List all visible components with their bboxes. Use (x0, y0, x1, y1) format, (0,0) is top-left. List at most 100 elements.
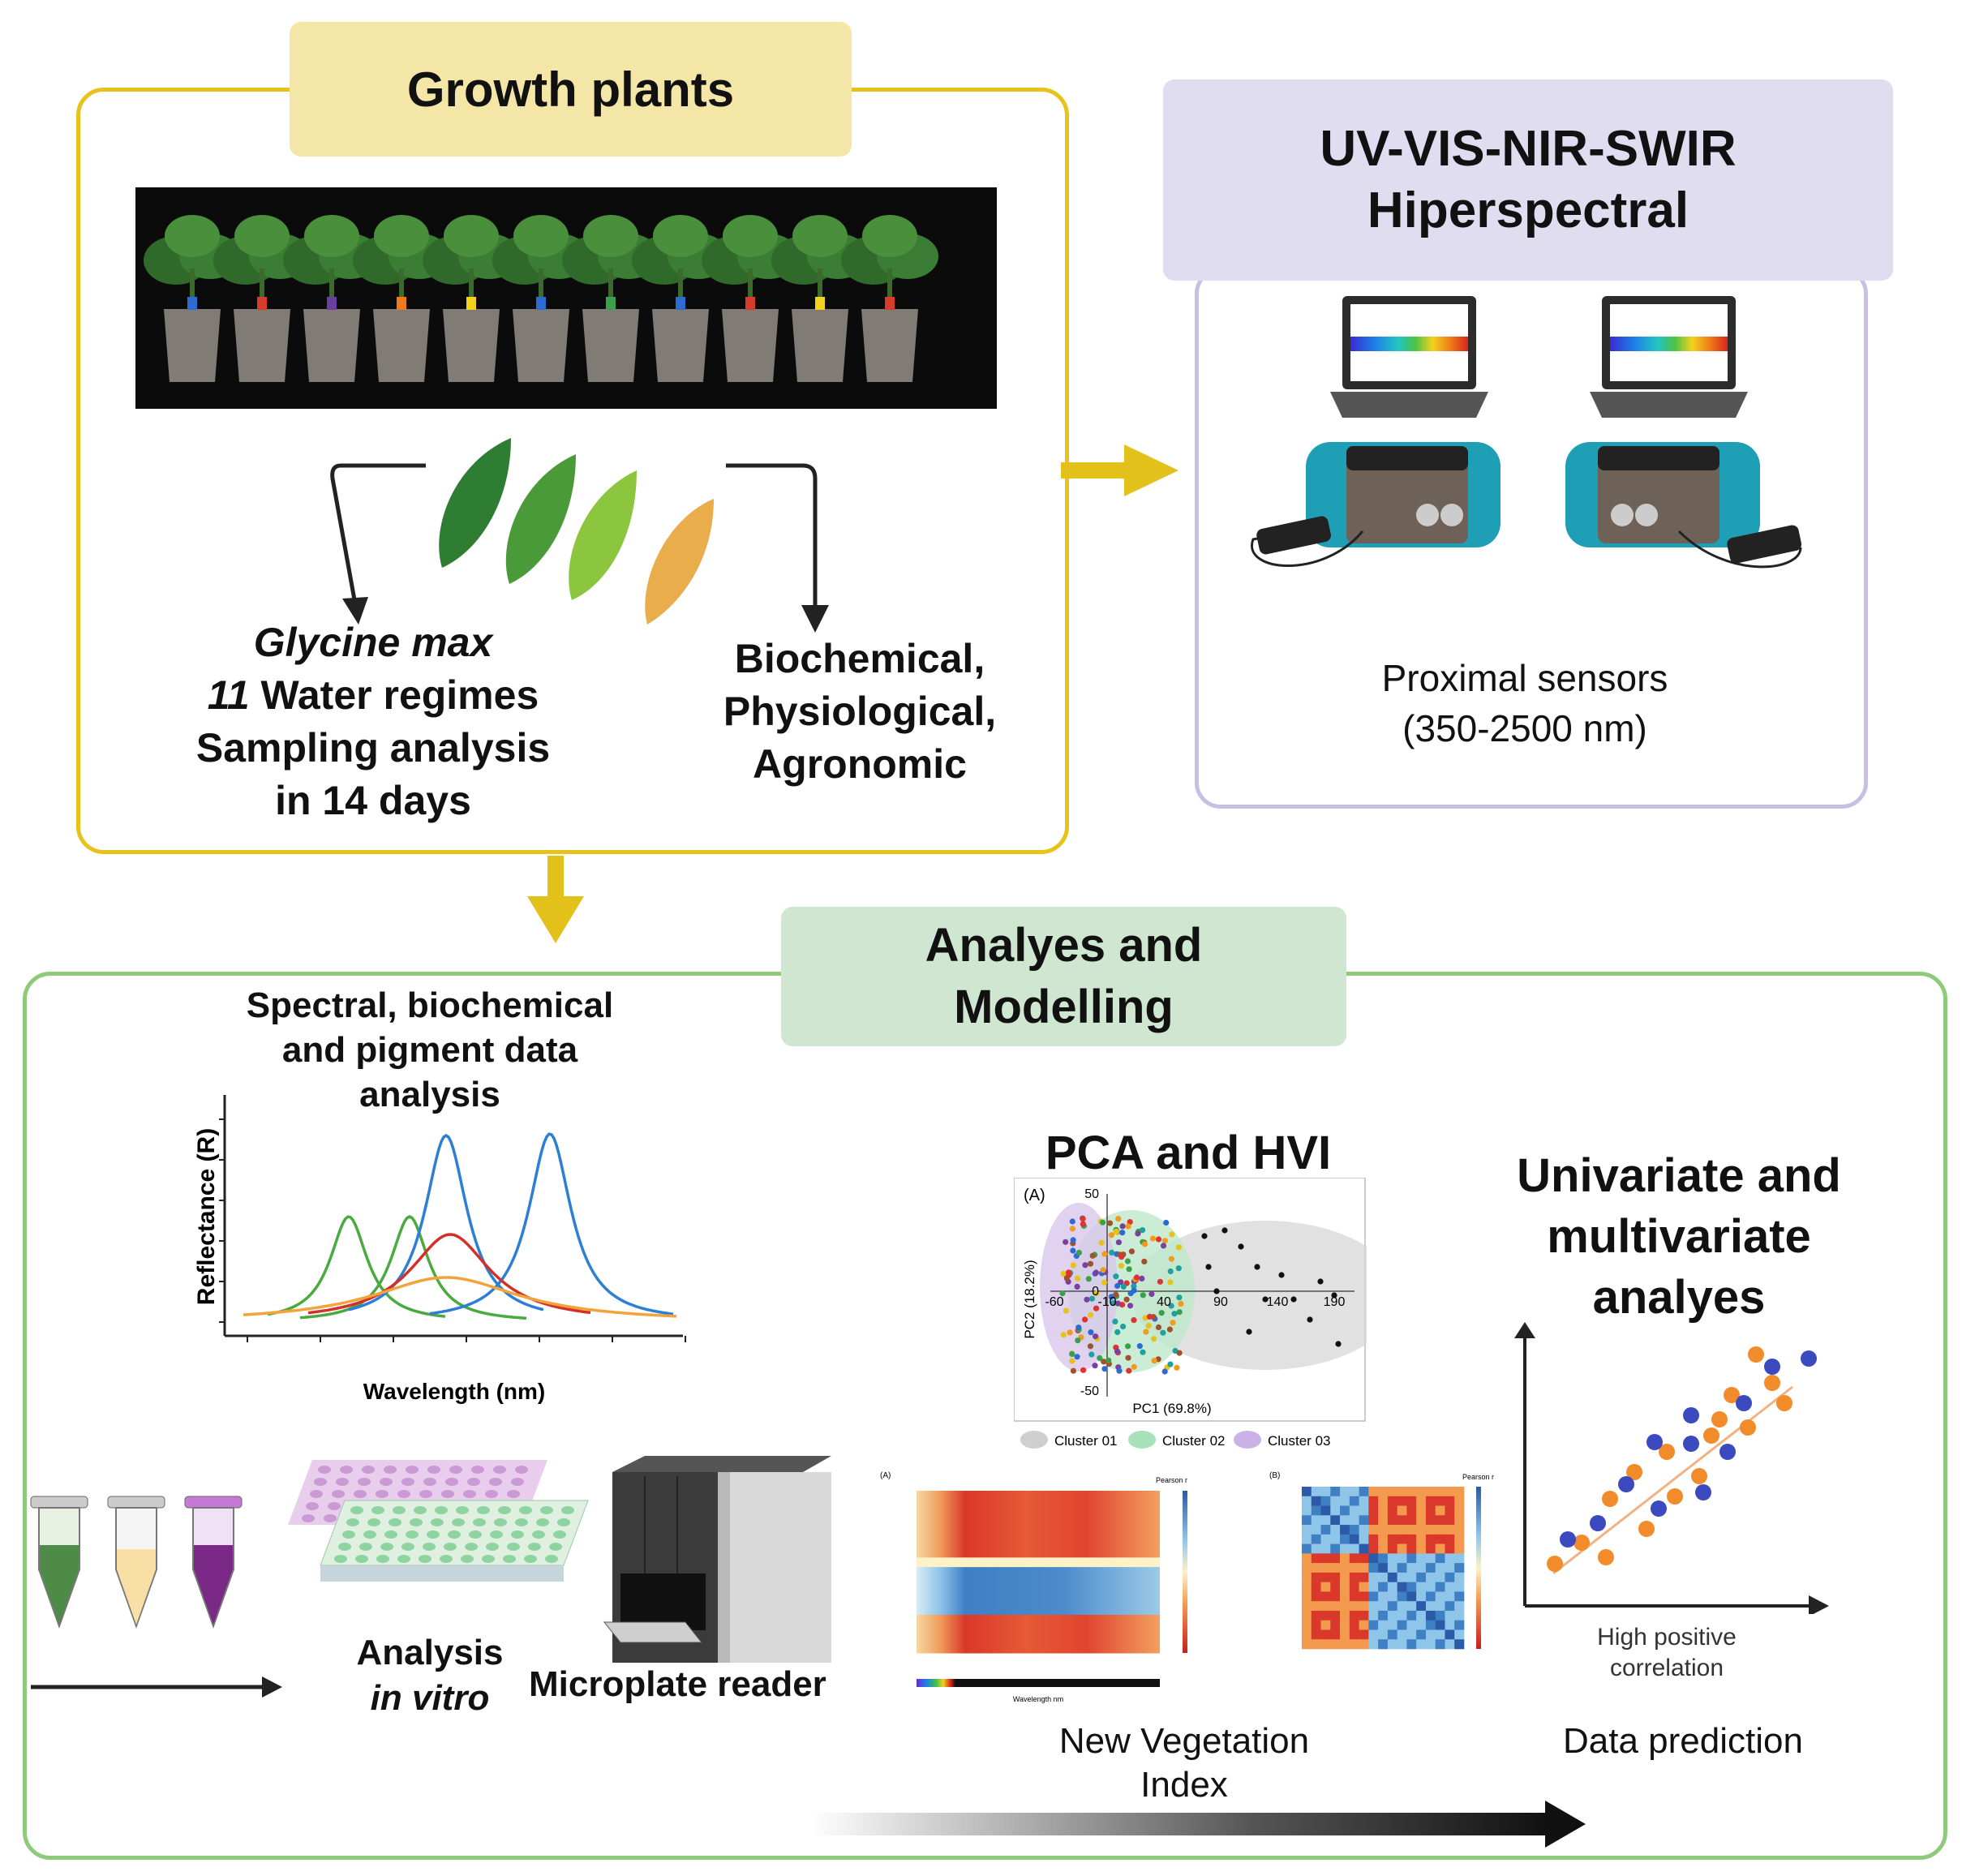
microplates-icon (288, 1460, 589, 1582)
heatmap-cell (1454, 1505, 1465, 1516)
pca-point (1075, 1275, 1081, 1281)
pca-point (1060, 1270, 1067, 1277)
pca-point (1113, 1273, 1119, 1280)
well-icon (528, 1543, 541, 1551)
in-vitro-line1: Analysis (356, 1633, 504, 1672)
heatmap-cell (1368, 1543, 1379, 1554)
well-icon (482, 1555, 495, 1563)
pca-point (1168, 1303, 1174, 1309)
pca-point (1101, 1366, 1108, 1372)
heatmap-cell (1311, 1629, 1321, 1640)
heatmap-cell (1368, 1572, 1379, 1582)
heatmap-cell (1425, 1601, 1436, 1612)
heatmap-cell (1454, 1553, 1465, 1564)
heatmap-cell (1406, 1629, 1417, 1640)
heatmap-cell (1311, 1610, 1321, 1621)
pca-point (1149, 1235, 1157, 1242)
heatmap-cell (1387, 1601, 1397, 1612)
pca-point (1141, 1258, 1148, 1264)
plants-illustration (144, 215, 938, 382)
heatmap-cell (1320, 1534, 1331, 1544)
heatmap-cell (1330, 1525, 1341, 1535)
well-icon (380, 1543, 393, 1551)
well-icon (485, 1490, 498, 1498)
pca-x-tick: 190 (1324, 1295, 1346, 1309)
leaf-gradient-illustration (330, 438, 829, 633)
pca-point (1331, 1292, 1337, 1299)
well-icon (471, 1466, 484, 1474)
well-icon (445, 1478, 458, 1486)
pca-point (1082, 1262, 1088, 1269)
heatmap-row (917, 1605, 1160, 1616)
pca-point (1307, 1316, 1313, 1323)
heatmap-cell (1406, 1543, 1417, 1554)
caption-line2: (350-2500 nm) (1402, 707, 1647, 749)
heatmap-cell (1340, 1591, 1350, 1602)
legend-cluster-02: Cluster 02 (1162, 1433, 1225, 1449)
hyperspectral-title: UV-VIS-NIR-SWIR Hiperspectral (1163, 79, 1893, 281)
heatmap-cell (1302, 1487, 1312, 1497)
heatmap-cell (1425, 1553, 1436, 1564)
new-vegetation-index-label: New Vegetation Index (981, 1719, 1387, 1807)
well-icon (503, 1555, 516, 1563)
heatmap-row (917, 1614, 1160, 1625)
pca-point (1059, 1290, 1066, 1297)
heatmap-cell (1349, 1563, 1359, 1573)
heatmap-cell (1387, 1505, 1397, 1516)
spectral-analysis-title: Spectral, biochemical and pigment data a… (211, 983, 649, 1117)
heatmap-cell (1340, 1534, 1350, 1544)
heatmap-cell (1406, 1563, 1417, 1573)
pca-x-tick: 90 (1213, 1295, 1228, 1309)
heatmap-cell (1359, 1629, 1369, 1640)
heatmap-cell (1445, 1563, 1455, 1573)
species-name: Glycine max (253, 620, 493, 665)
well-icon (355, 1555, 368, 1563)
pca-point (1092, 1363, 1098, 1369)
pca-point (1127, 1219, 1133, 1226)
heatmap-cell (1349, 1525, 1359, 1535)
heatmap-cell (1302, 1496, 1312, 1506)
heatmap-cell (1397, 1582, 1407, 1592)
pca-point (1063, 1307, 1069, 1314)
well-icon (406, 1530, 419, 1539)
heatmap-cell (1397, 1563, 1407, 1573)
heatmap-cell (1311, 1582, 1321, 1592)
well-icon (332, 1490, 345, 1498)
pca-point (1238, 1243, 1244, 1250)
pca-y-tick: 50 (1084, 1187, 1099, 1201)
pca-point (1143, 1329, 1149, 1335)
reflectance-curve-green-2 (299, 1215, 527, 1320)
heatmap-cell (1406, 1515, 1417, 1526)
heatmap-cell (1397, 1515, 1407, 1526)
heatmap-cell (1378, 1496, 1389, 1506)
well-icon (362, 1466, 375, 1474)
heatmap-cell (1349, 1591, 1359, 1602)
well-icon (477, 1506, 490, 1514)
heatmap-row (917, 1491, 1160, 1501)
corr-point-blue (1801, 1350, 1817, 1367)
heatmap-cell (1359, 1620, 1369, 1630)
well-icon (324, 1514, 337, 1522)
heatmap-cell (1320, 1639, 1331, 1650)
heatmap-row (917, 1586, 1160, 1596)
heatmap-cell (1397, 1534, 1407, 1544)
heatmap-cell (1320, 1572, 1331, 1582)
heatmap-row (917, 1548, 1160, 1558)
heatmap-cell (1435, 1629, 1445, 1640)
pca-point (1176, 1350, 1183, 1356)
heatmap-cell (1425, 1525, 1436, 1535)
heatmap-cell (1454, 1515, 1465, 1526)
pca-point (1169, 1231, 1175, 1238)
heatmap-cell (1387, 1563, 1397, 1573)
heatmap-cell (1302, 1601, 1312, 1612)
tube-yellow-icon (107, 1496, 165, 1629)
heatmap-cell (1311, 1487, 1321, 1497)
plant-pot-icon (213, 215, 311, 382)
analysis-title-line1: Analyes and (925, 919, 1203, 972)
heatmap-cell (1320, 1601, 1331, 1612)
well-icon (463, 1490, 476, 1498)
heatmap-cell (1425, 1543, 1436, 1554)
heatmap-row (917, 1509, 1160, 1520)
well-icon (473, 1518, 486, 1526)
